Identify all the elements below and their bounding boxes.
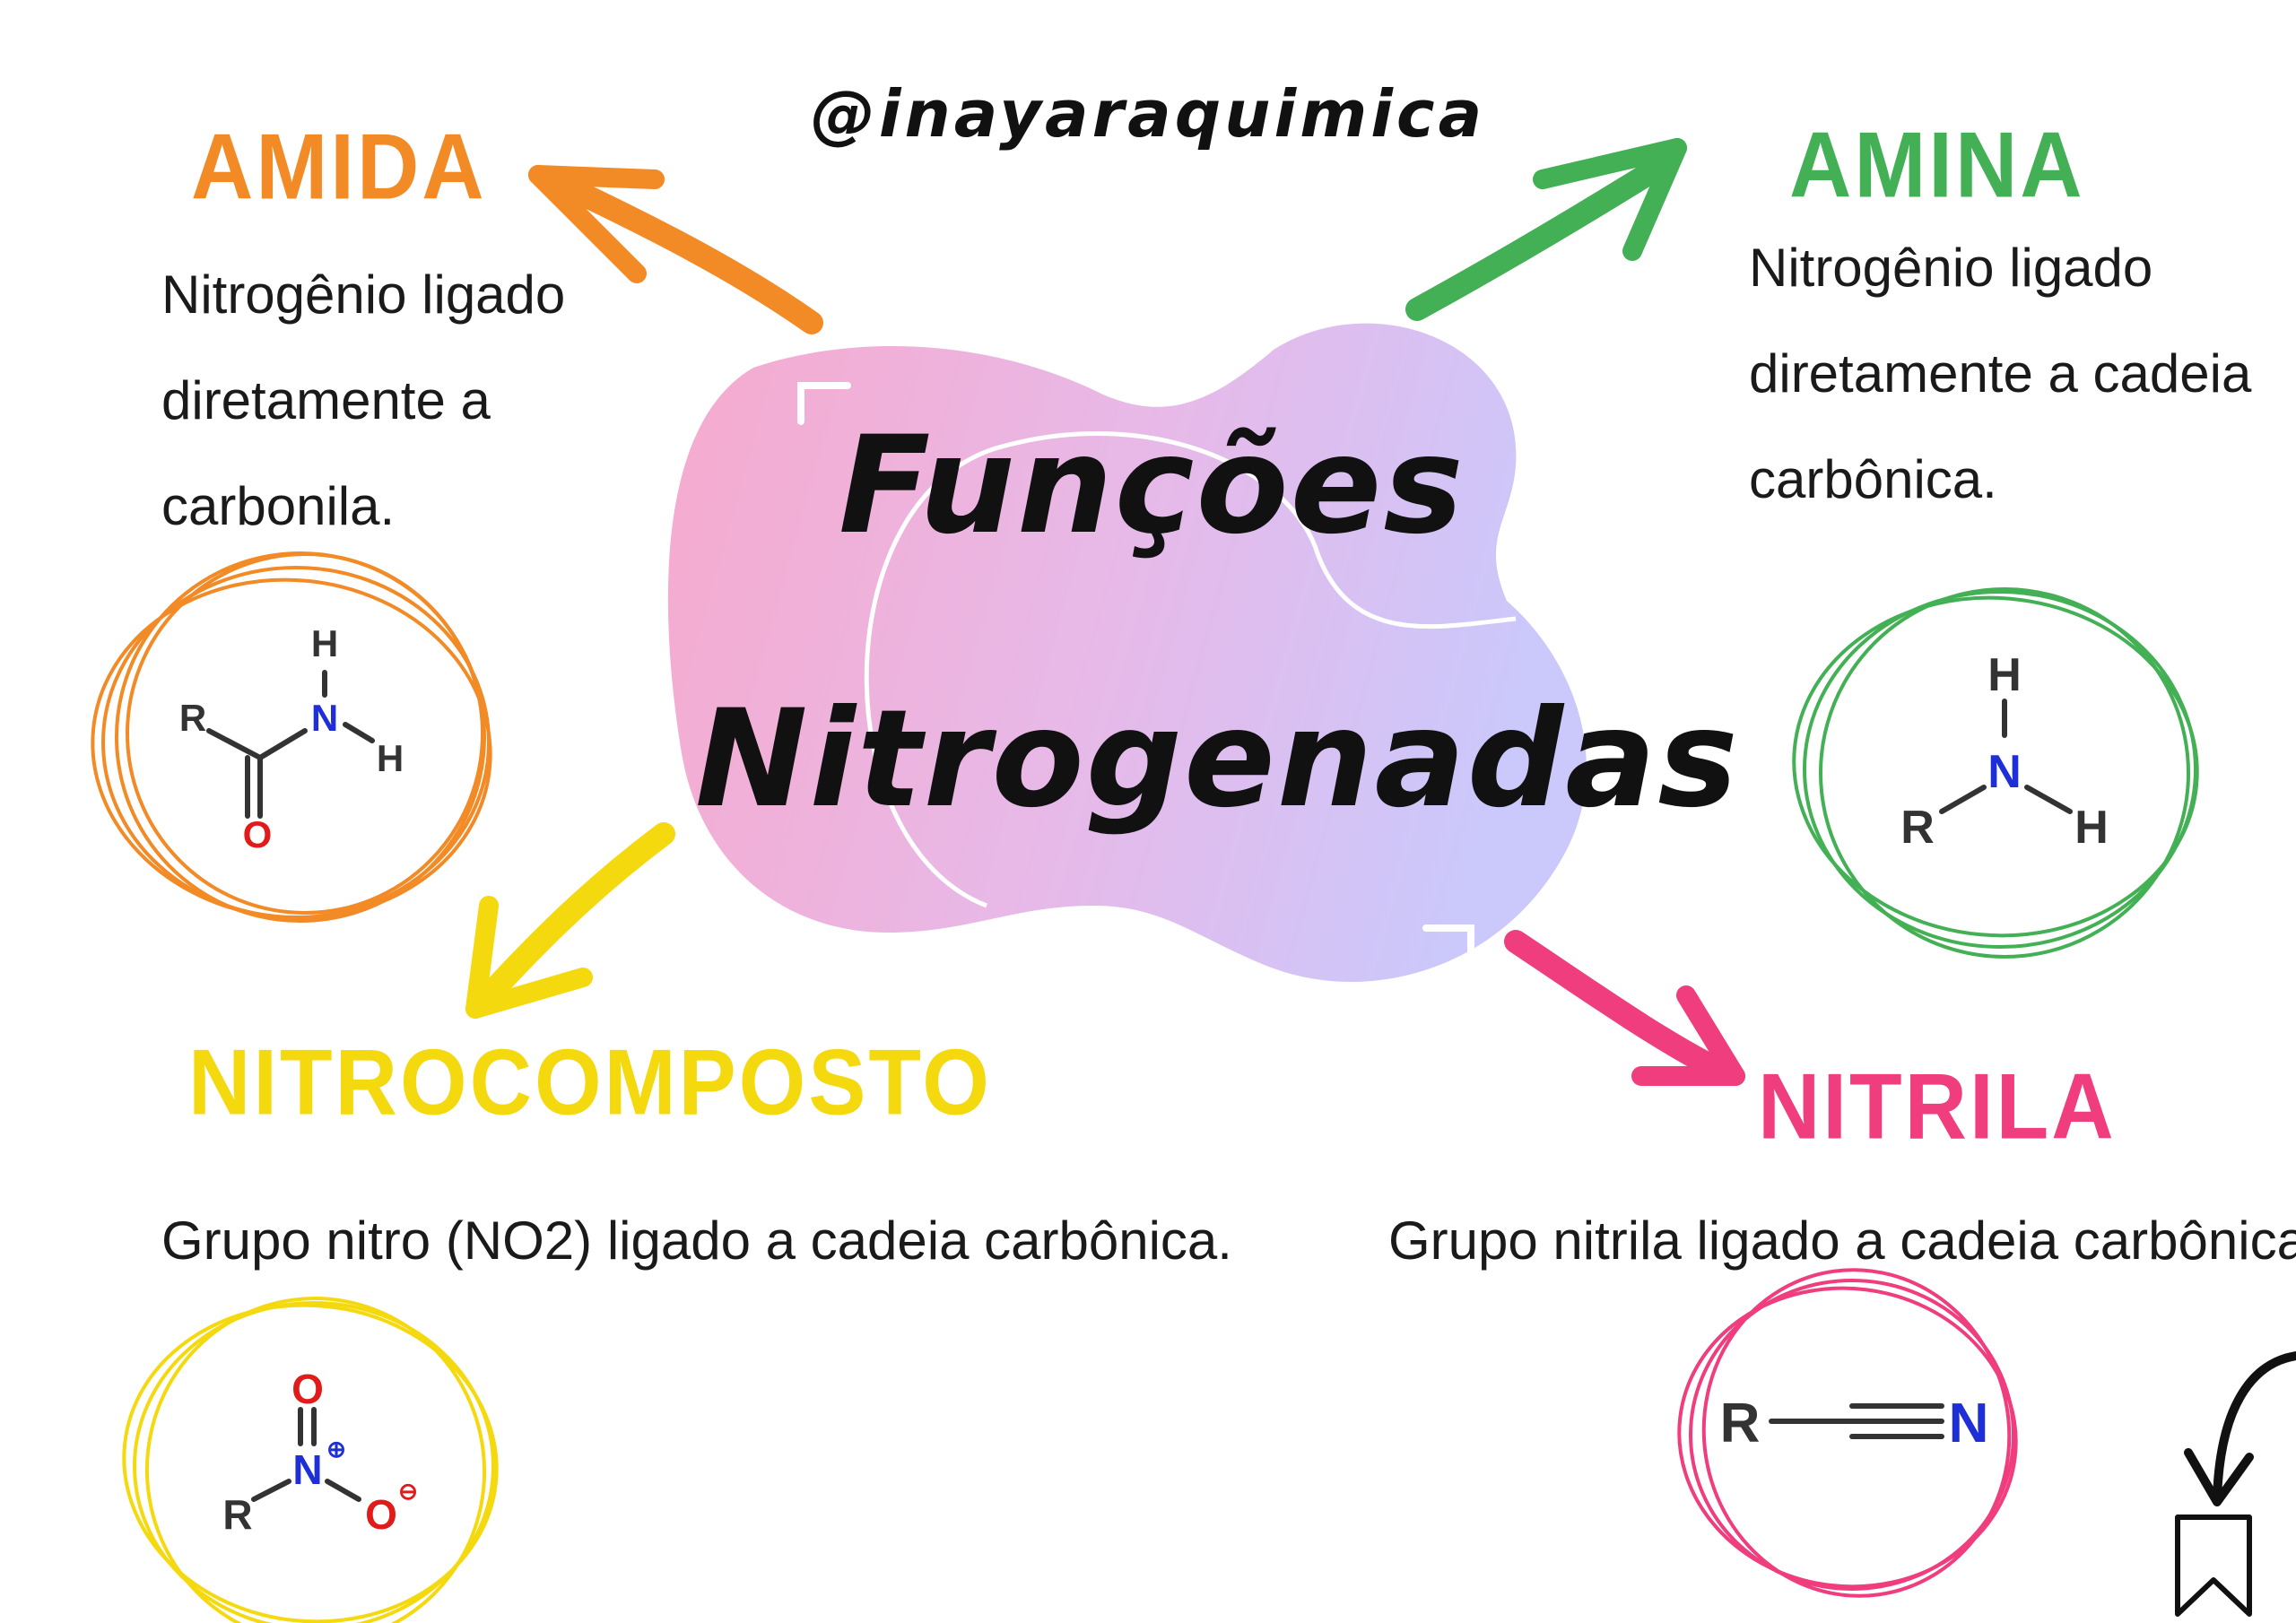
- desc-amida: Nitrogênio ligado diretamente a carbonil…: [161, 242, 565, 560]
- nitrila-atom-r: R: [1720, 1393, 1761, 1454]
- amida-atom-h-top: H: [311, 622, 338, 664]
- nitro-charge-minus: ⊖: [398, 1478, 418, 1505]
- amina-structure: [1939, 699, 2073, 814]
- heading-nitrila: NITRILA: [1758, 1055, 2117, 1159]
- arrow-amida: [528, 165, 823, 334]
- desc-nitrila-line: Grupo nitrila ligado a cadeia carbônica.: [1388, 1211, 2296, 1271]
- nitro-atom-o-right: O: [365, 1491, 397, 1538]
- nitrila-structure: [1769, 1403, 1944, 1439]
- curved-arrow-icon: [2184, 1351, 2296, 1506]
- arrow-nitrila: [1504, 930, 1745, 1086]
- desc-amida-line: Nitrogênio ligado: [161, 265, 566, 325]
- amida-atom-r: R: [179, 697, 206, 739]
- ring-amida: [91, 551, 492, 923]
- amida-atom-o: O: [243, 813, 273, 855]
- amina-atom-r: R: [1900, 802, 1935, 854]
- desc-amida-line: carbonila.: [161, 476, 396, 536]
- main-title-line1: Funções: [839, 408, 1465, 564]
- heading-amida: AMIDA: [191, 115, 487, 220]
- desc-nitrocomposto: Grupo nitro (NO2) ligado a cadeia carbôn…: [161, 1188, 1232, 1294]
- nitrila-atom-n: N: [1949, 1393, 1989, 1454]
- arrow-amina: [1405, 138, 1687, 321]
- ring-amina: [1792, 587, 2199, 959]
- amina-atom-n: N: [1987, 746, 2022, 798]
- amida-atom-n: N: [311, 697, 338, 739]
- amina-atom-h-right: H: [2074, 802, 2109, 854]
- nitro-charge-plus: ⊕: [326, 1436, 346, 1462]
- bookmark-icon: [2175, 1515, 2252, 1617]
- desc-amina: Nitrogênio ligado diretamente a cadeia c…: [1749, 215, 2251, 533]
- desc-nitrila: Grupo nitrila ligado a cadeia carbônica.: [1388, 1188, 2296, 1294]
- main-title-line2: Nitrogenadas: [695, 681, 1740, 838]
- desc-amina-line: Nitrogênio ligado: [1749, 238, 2153, 298]
- nitro-structure: [251, 1407, 361, 1502]
- desc-amina-line: diretamente a cadeia: [1749, 343, 2252, 404]
- desc-amina-line: carbônica.: [1749, 449, 1997, 509]
- nitro-atom-o-top: O: [291, 1366, 324, 1412]
- heading-amina: AMINA: [1789, 113, 2085, 218]
- desc-nitrocomposto-line: Grupo nitro (NO2) ligado a cadeia carbôn…: [161, 1211, 1232, 1271]
- arrow-nitrocomposto: [465, 822, 675, 1019]
- amida-atom-h-right: H: [377, 737, 404, 779]
- ring-nitrila: [1677, 1268, 2018, 1598]
- center-blob: [667, 323, 1587, 982]
- nitro-atom-n: N: [292, 1446, 322, 1493]
- desc-amida-line: diretamente a: [161, 370, 491, 430]
- nitro-atom-r: R: [222, 1491, 252, 1538]
- heading-nitrocomposto: NITROCOMPOSTO: [188, 1030, 992, 1135]
- amina-atom-h-top: H: [1987, 649, 2022, 701]
- ring-nitrocomposto: [122, 1297, 499, 1623]
- amida-structure: [206, 670, 375, 819]
- author-handle: @inayaraquimica: [810, 76, 1486, 152]
